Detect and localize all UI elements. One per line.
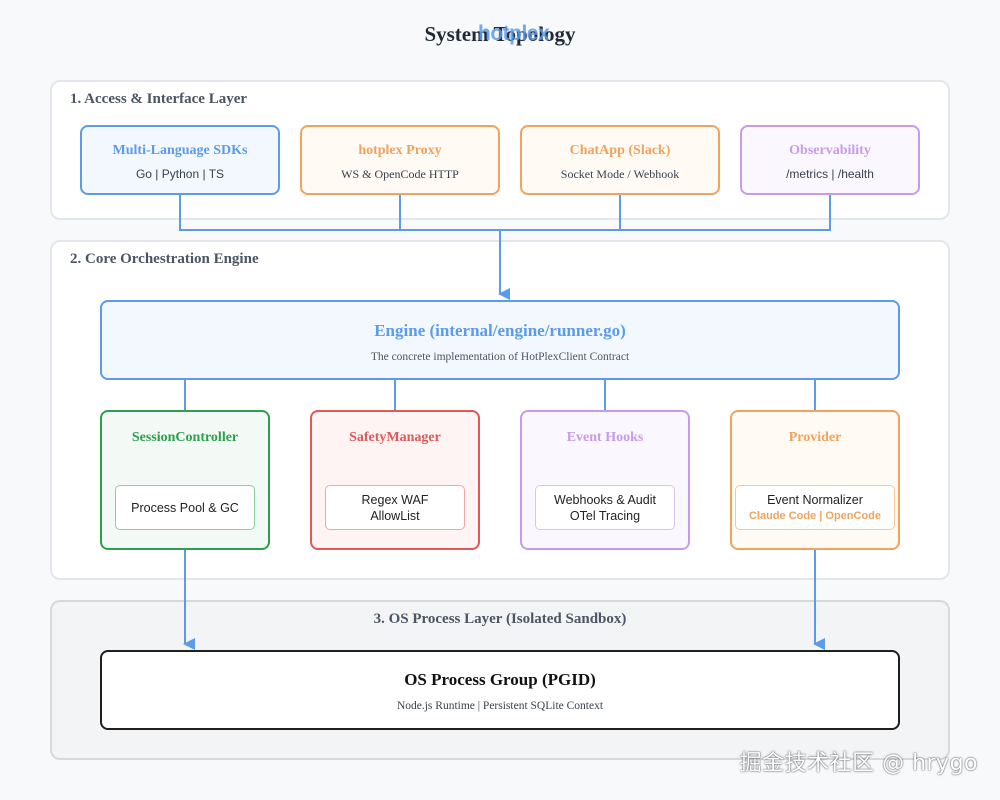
provider-detail: Event Normalizer Claude Code | OpenCode [735, 485, 895, 530]
session-controller-line1: Process Pool & GC [131, 500, 239, 515]
engine-box-subtitle: The concrete implementation of HotPlexCl… [370, 351, 630, 363]
event-hooks-detail: Webhooks & Audit OTel Tracing [535, 485, 675, 530]
event-hooks-line2: OTel Tracing [569, 508, 641, 523]
session-controller-detail: Process Pool & GC [115, 485, 255, 530]
watermark: 掘金技术社区 @ hrygo [739, 751, 978, 776]
chatapp-box-subtitle: Socket Mode / Webhook [560, 167, 680, 181]
chatapp-box-title: ChatApp (Slack) [569, 143, 671, 158]
core-layer-title: 2. Core Orchestration Engine [70, 251, 259, 267]
diagram-title-text: System Topology [424, 22, 576, 46]
observability-box-subtitle: /metrics | /health [786, 167, 874, 181]
observability-box: Observability /metrics | /health [740, 125, 920, 195]
proxy-box-subtitle: WS & OpenCode HTTP [341, 167, 459, 181]
proxy-box-title: hotplex Proxy [358, 143, 442, 158]
sdk-box: Multi-Language SDKs Go | Python | TS [80, 125, 280, 195]
os-layer-title: 3. OS Process Layer (Isolated Sandbox) [373, 611, 627, 627]
engine-box-title: Engine (internal/engine/runner.go) [374, 321, 626, 340]
provider-title: Provider [788, 430, 842, 445]
provider-line1: Event Normalizer [767, 492, 863, 507]
safety-manager-line1: Regex WAF [361, 492, 429, 507]
os-process-group-box: OS Process Group (PGID) Node.js Runtime … [100, 650, 900, 730]
sdk-box-title: Multi-Language SDKs [112, 143, 248, 158]
sdk-box-subtitle: Go | Python | TS [135, 167, 225, 181]
os-process-group-title: OS Process Group (PGID) [404, 670, 596, 689]
engine-box: Engine (internal/engine/runner.go) The c… [100, 300, 900, 380]
event-hooks-line1: Webhooks & Audit [554, 492, 656, 507]
chatapp-box: ChatApp (Slack) Socket Mode / Webhook [520, 125, 720, 195]
proxy-box: hotplex Proxy WS & OpenCode HTTP [300, 125, 500, 195]
safety-manager-line2: AllowList [370, 508, 420, 523]
observability-box-title: Observability [789, 143, 871, 158]
safety-manager-detail: Regex WAF AllowList [325, 485, 465, 530]
event-hooks-title: Event Hooks [566, 430, 644, 445]
os-process-group-subtitle: Node.js Runtime | Persistent SQLite Cont… [396, 700, 604, 712]
session-controller-title: SessionController [131, 430, 239, 445]
provider-line2: Claude Code | OpenCode [748, 509, 882, 522]
access-layer-title: 1. Access & Interface Layer [70, 91, 248, 107]
safety-manager-title: SafetyManager [349, 430, 441, 445]
